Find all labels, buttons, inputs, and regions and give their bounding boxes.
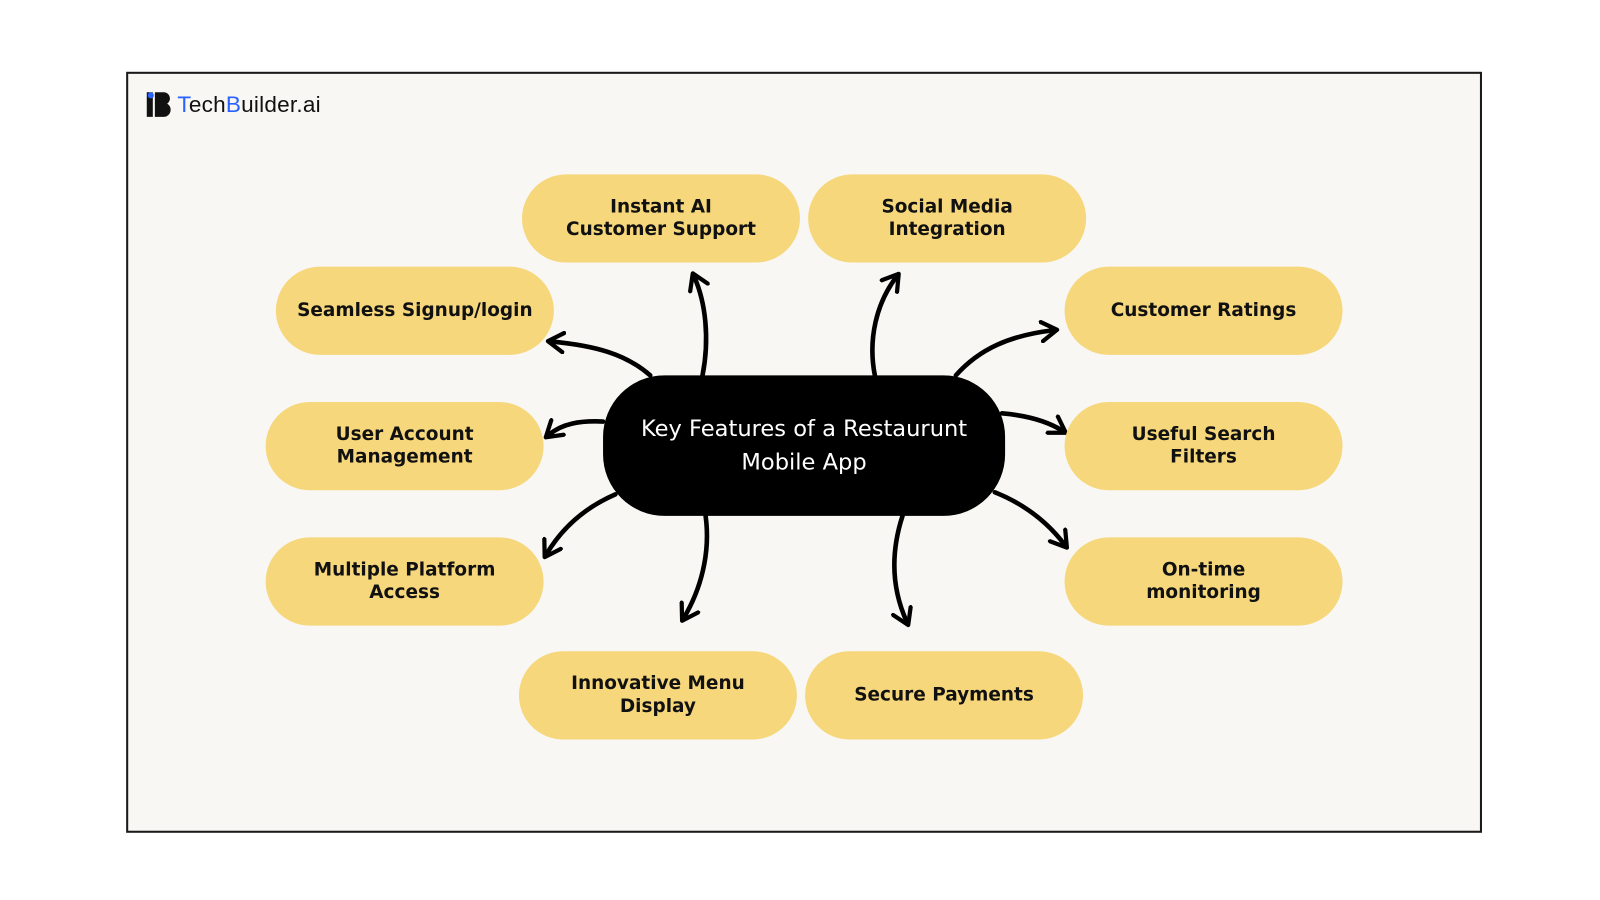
arrow-signup	[552, 342, 653, 378]
logo-text: TechBuilder.ai	[177, 91, 321, 117]
arrow-social	[870, 277, 896, 378]
feature-social-media: Social Media Integration	[808, 174, 1087, 263]
central-topic: Key Features of a Restaurunt Mobile App	[603, 375, 1006, 516]
arrow-ratings	[953, 330, 1053, 378]
arrow-search	[999, 411, 1063, 430]
feature-on-time-monitoring: On-time monitoring	[1064, 537, 1343, 626]
feature-search-filters: Useful Search Filters	[1064, 402, 1343, 491]
feature-instant-ai-support: Instant AI Customer Support	[522, 174, 800, 263]
logo-mark-icon	[146, 90, 174, 119]
feature-secure-payments: Secure Payments	[805, 651, 1084, 740]
arrow-account	[549, 421, 606, 435]
feature-multiple-platform: Multiple Platform Access	[265, 537, 544, 626]
arrow-platform	[547, 492, 618, 553]
arrow-menu	[684, 513, 710, 618]
feature-customer-ratings: Customer Ratings	[1064, 266, 1343, 355]
techbuilder-logo: TechBuilder.ai	[146, 90, 321, 119]
arrow-monitoring	[992, 489, 1065, 544]
feature-menu-display: Innovative Menu Display	[518, 651, 797, 740]
feature-signup-login: Seamless Signup/login	[275, 266, 554, 355]
arrow-payments	[894, 513, 906, 622]
feature-user-account: User Account Management	[265, 402, 544, 491]
arrow-instant-ai	[694, 277, 706, 378]
